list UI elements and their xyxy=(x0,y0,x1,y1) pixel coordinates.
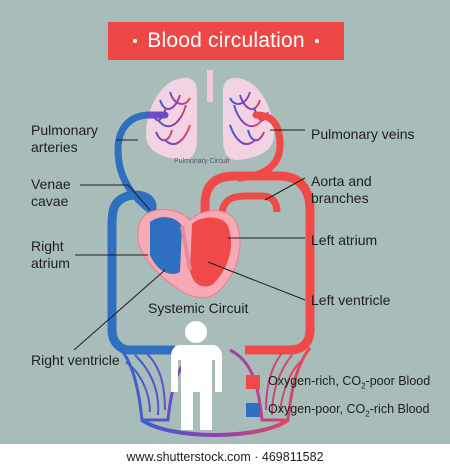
legend-swatch-red xyxy=(246,375,260,390)
right-heart xyxy=(150,217,182,275)
aorta-branch xyxy=(218,192,281,217)
title-banner: Blood circulation xyxy=(108,22,344,60)
systemic-capillaries xyxy=(118,347,312,437)
legend-swatch-blue xyxy=(246,403,260,418)
septum xyxy=(180,225,192,271)
label-right-atrium: Right atrium xyxy=(31,238,70,271)
human-figure-icon xyxy=(171,321,222,430)
leader-lines xyxy=(73,129,306,351)
label-pulmonary-veins: Pulmonary veins xyxy=(311,126,415,142)
heart xyxy=(137,209,241,298)
left-heart xyxy=(190,217,232,287)
trachea xyxy=(207,70,213,102)
label-pulmonary-circuit: Pulmonary Circuit xyxy=(174,158,230,165)
leader-right-ventricle xyxy=(73,269,166,351)
label-pulmonary-arteries: Pulmonary arteries xyxy=(31,122,98,155)
right-lung xyxy=(223,77,274,160)
label-venae-cavae: Venae cavae xyxy=(31,176,71,209)
legend-oxygen-rich: Oxygen-rich, CO2-poor Blood xyxy=(246,374,430,391)
leader-aorta xyxy=(264,177,306,201)
legend-oxygen-poor: Oxygen-poor, CO2-rich Blood xyxy=(246,402,429,419)
label-left-ventricle: Left ventricle xyxy=(311,292,391,308)
legend-oxygen-rich-text: Oxygen-rich, CO2-poor Blood xyxy=(268,374,431,391)
label-right-ventricle: Right ventricle xyxy=(31,352,120,368)
legend-oxygen-poor-text: Oxygen-poor, CO2-rich Blood xyxy=(268,402,430,419)
label-left-atrium: Left atrium xyxy=(311,232,378,248)
leader-left-ventricle xyxy=(207,261,306,301)
aorta-vessel xyxy=(200,171,315,355)
label-systemic-circuit: Systemic Circuit xyxy=(148,300,249,316)
title-text: Blood circulation xyxy=(147,29,305,52)
lungs xyxy=(146,70,274,160)
footer-watermark: www.shutterstock.com · 469811582 xyxy=(0,444,450,470)
vena-cava-vessel xyxy=(107,190,175,355)
left-lung xyxy=(146,77,197,160)
leader-venae-cavae-2 xyxy=(127,184,151,211)
title-dot-left xyxy=(133,39,138,43)
title-dot-right xyxy=(314,39,319,43)
label-aorta-branches: Aorta and branches xyxy=(311,173,372,206)
